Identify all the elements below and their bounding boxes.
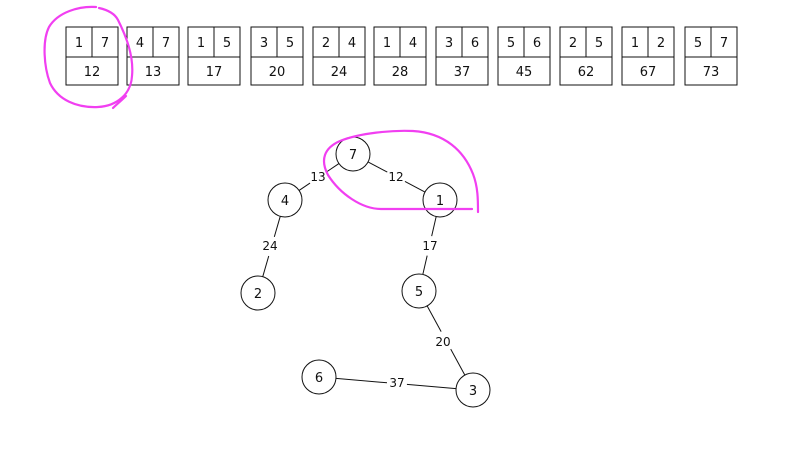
edge-card: 4 713	[126, 26, 180, 86]
edge-card: 1 267	[621, 26, 675, 86]
edge-card: 5 773	[684, 26, 738, 86]
graph-node: 2	[240, 275, 276, 311]
graph-node: 6	[301, 359, 337, 395]
edge-card-weight: 62	[578, 65, 595, 80]
edge-card-from: 1	[197, 36, 205, 51]
graph-edge	[298, 182, 311, 191]
edge-card-to: 4	[348, 36, 356, 51]
edge-card-to: 7	[162, 36, 170, 51]
graph-node: 7	[335, 136, 371, 172]
edge-card: 3 637	[435, 26, 489, 86]
edge-card-weight: 67	[640, 65, 657, 80]
edge-card: 3 520	[250, 26, 304, 86]
edge-card-to: 5	[595, 36, 603, 51]
edge-card-to: 5	[286, 36, 294, 51]
edge-card-from: 3	[445, 36, 453, 51]
edge-card-to: 6	[471, 36, 479, 51]
edge-card-weight: 24	[331, 65, 348, 80]
edge-weight-label: 12	[388, 170, 403, 184]
graph-node: 5	[401, 273, 437, 309]
graph-edge	[335, 377, 388, 384]
node-circle	[455, 372, 491, 408]
graph-edge-weights: 13 12 24 17 20 37	[262, 170, 450, 390]
edge-card-to: 4	[409, 36, 417, 51]
node-label: 4	[281, 194, 289, 209]
edge-card-to: 5	[223, 36, 231, 51]
graph-node: 3	[455, 372, 491, 408]
graph-edge	[431, 216, 437, 237]
edge-card-from: 3	[260, 36, 268, 51]
edge-card: 2 562	[559, 26, 613, 86]
node-label: 3	[469, 384, 477, 399]
card-highlight-circle	[43, 5, 134, 109]
edge-weight-label: 13	[310, 170, 325, 184]
graph-edge	[406, 383, 457, 390]
graph-edge	[422, 255, 428, 275]
node-label: 5	[415, 285, 423, 300]
node-circle	[267, 182, 303, 218]
edge-card-from: 1	[631, 36, 639, 51]
edge-highlight-loop	[322, 129, 480, 214]
graph-edge	[262, 255, 270, 277]
edge-card-weight: 73	[703, 65, 720, 80]
node-label: 2	[254, 287, 262, 302]
edge-card-to: 2	[657, 36, 665, 51]
edge-card-from: 5	[694, 36, 702, 51]
node-circle	[401, 273, 437, 309]
edge-card: 1 428	[373, 26, 427, 86]
edge-weight-label: 20	[435, 335, 450, 349]
edge-card-from: 4	[136, 36, 144, 51]
edge-card-from: 2	[569, 36, 577, 51]
pink-annotation-marks	[43, 5, 480, 214]
edge-card-weight: 45	[516, 65, 533, 80]
edge-card-from: 5	[507, 36, 515, 51]
graph-edge	[404, 181, 426, 193]
graph-edge	[326, 163, 340, 173]
edge-card-from: 1	[75, 36, 83, 51]
graph-edges	[262, 161, 466, 390]
card-highlight-tail	[111, 94, 128, 110]
edge-card-weight: 13	[145, 65, 162, 80]
edge-card-from: 2	[322, 36, 330, 51]
edge-card-weight: 28	[392, 65, 409, 80]
edge-card-weight: 37	[454, 65, 471, 80]
graph-edge	[273, 216, 281, 237]
edge-card-to: 7	[101, 36, 109, 51]
edge-card-to: 7	[720, 36, 728, 51]
graph-node: 1	[422, 182, 458, 218]
edge-card-from: 1	[383, 36, 391, 51]
edge-card-to: 6	[533, 36, 541, 51]
edge-card-weight: 20	[269, 65, 286, 80]
node-label: 6	[315, 371, 323, 386]
graph-edge	[450, 348, 466, 376]
edge-weight-label: 24	[262, 239, 277, 253]
edge-weight-label: 17	[422, 239, 437, 253]
edge-weight-label: 37	[389, 376, 404, 390]
node-label: 7	[349, 148, 357, 163]
edge-card-weight: 12	[84, 65, 101, 80]
graph-edge	[367, 161, 388, 173]
edge-card: 5 645	[497, 26, 551, 86]
edge-card-weight: 17	[206, 65, 223, 80]
node-circle	[301, 359, 337, 395]
graph-edge	[426, 305, 442, 332]
node-label: 1	[436, 194, 444, 209]
node-circle	[240, 275, 276, 311]
graph-node: 4	[267, 182, 303, 218]
